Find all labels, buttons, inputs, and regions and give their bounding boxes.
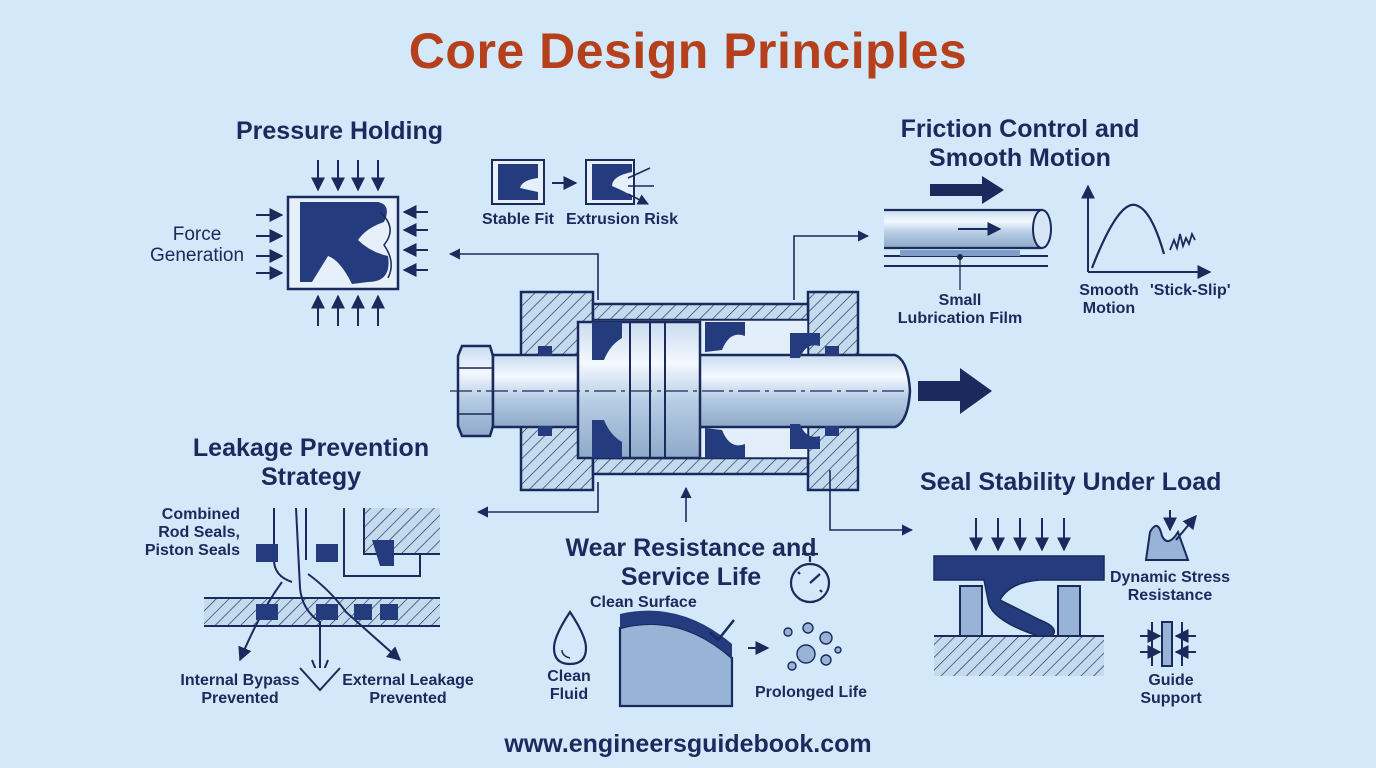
drop-highlight [561,649,571,659]
prolonged-life-label: Prolonged Life [755,684,867,701]
internal-bypass-label: Internal Bypass Prevented [180,672,300,707]
clean-fluid-label: Clean Fluid [547,668,591,703]
loaded-seal-illustration [933,555,1105,676]
stable-fit-icon [491,159,545,205]
clean-surface-label: Clean Surface [590,594,697,611]
footer-url: www.engineersguidebook.com [504,730,872,758]
fluid-drop-icon [552,610,588,666]
pressure-seal-illustration [286,195,400,291]
external-leakage-label: External Leakage Prevented [342,672,474,707]
combined-seals-label: Combined Rod Seals, Piston Seals [144,506,240,559]
lubrication-film-label: Small Lubrication Film [897,292,1023,327]
friction-heading: Friction Control and Smooth Motion [900,115,1140,172]
stick-slip-graph [1081,184,1212,279]
particles-icon [783,622,842,671]
extrusion-risk-label: Extrusion Risk [566,211,679,228]
stick-slip-label: 'Stick-Slip' [1150,282,1231,299]
stopwatch-icon [789,552,831,604]
pressure-heading: Pressure Holding [236,117,443,145]
smooth-motion-label: Smooth Motion [1079,282,1139,317]
clean-surface-illustration [618,610,735,708]
leakage-seal-illustration [204,507,440,692]
dynamic-stress-label: Dynamic Stress Resistance [1109,569,1231,604]
leakage-heading: Leakage Prevention Strategy [192,434,430,491]
dynamic-stress-icon [1144,510,1197,561]
connector-lines [448,230,914,536]
stable-fit-label: Stable Fit [482,211,555,228]
hydraulic-cylinder-illustration [450,290,992,492]
wear-heading: Wear Resistance and Service Life [565,534,817,591]
lubricated-rod-illustration [884,208,1052,290]
motion-arrow-icon [930,176,1004,204]
extrusion-risk-icon [585,159,654,204]
guide-support-label: Guide Support [1140,672,1202,707]
guide-support-icon [1140,621,1196,667]
load-arrows [969,518,1071,552]
pressure-force-arrows [256,160,428,326]
stability-heading: Seal Stability Under Load [920,468,1222,496]
force-generation-label: Force Generation [150,224,245,266]
leakage-seal-blocks [256,540,398,620]
page-title: Core Design Principles [408,23,968,79]
